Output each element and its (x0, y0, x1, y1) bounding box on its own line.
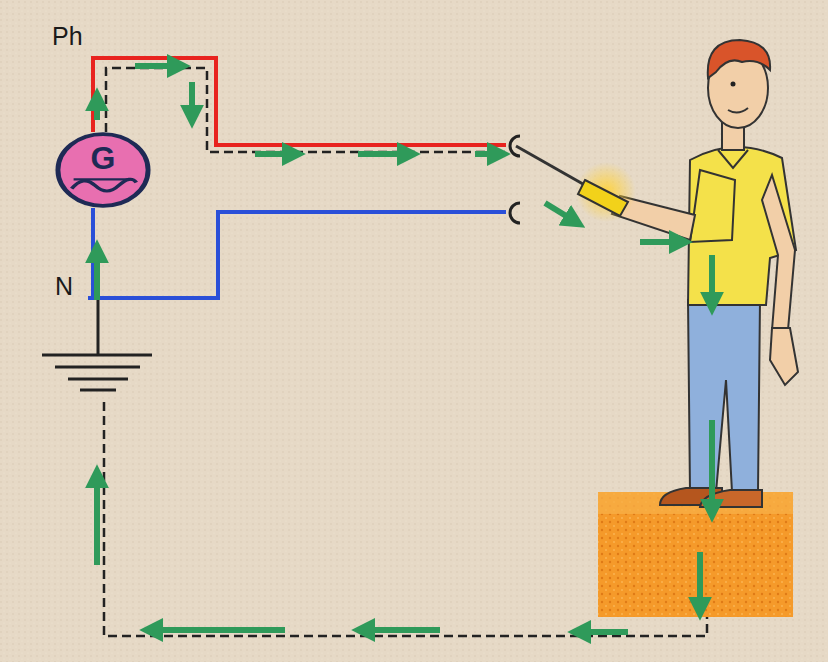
glow (576, 162, 636, 222)
neutral-wire (88, 208, 93, 298)
person (612, 40, 798, 507)
conductor-label: Ph (52, 22, 83, 51)
screwdriver-blade (516, 146, 590, 188)
neutral-wire (93, 212, 506, 298)
conductor-label: N (55, 272, 73, 301)
current-arrows (97, 66, 712, 632)
screwdriver-handle (578, 180, 628, 216)
earth-symbol (42, 355, 152, 390)
earth-wire (97, 298, 100, 355)
socket-neutral (510, 203, 520, 223)
generator-letter: G (54, 141, 152, 175)
block (598, 492, 793, 617)
phase-wire (93, 58, 506, 145)
generator-circle: G (54, 131, 152, 209)
